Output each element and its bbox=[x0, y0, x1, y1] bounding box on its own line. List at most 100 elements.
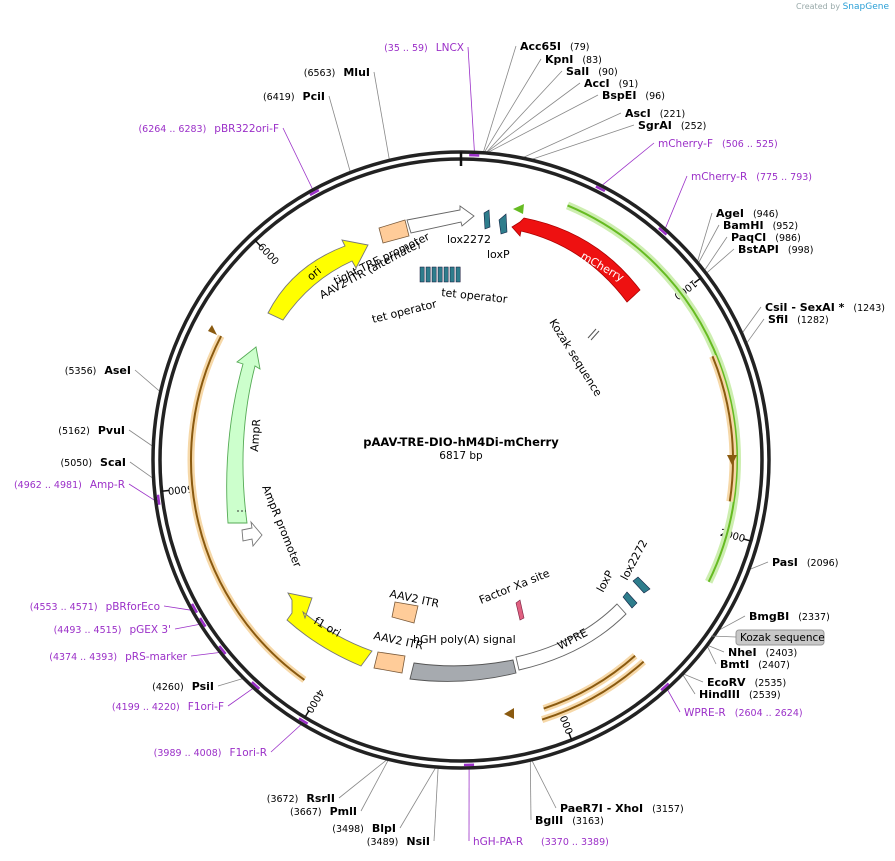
enzyme-position: (83) bbox=[582, 55, 602, 66]
enzyme-leader-line bbox=[742, 306, 762, 333]
enzyme-position: (998) bbox=[788, 245, 814, 256]
primer-site[interactable]: WPRE-R(2604 .. 2624) bbox=[684, 707, 803, 719]
enzyme-site[interactable]: AseI (5356) bbox=[65, 364, 131, 377]
primer-site[interactable]: F1ori-F(4199 .. 4220) bbox=[112, 701, 224, 713]
enzyme-name: SalI bbox=[566, 65, 589, 78]
enzyme-position: (221) bbox=[660, 109, 686, 120]
enzyme-name: BlpI bbox=[372, 822, 396, 835]
enzyme-site[interactable]: SgrAI(252) bbox=[638, 119, 706, 132]
primer-site-mark bbox=[660, 682, 670, 692]
aav2-itr-feature-b[interactable] bbox=[373, 651, 406, 674]
enzyme-position: (5356) bbox=[65, 366, 97, 377]
enzyme-site[interactable]: BamHI(952) bbox=[723, 219, 798, 232]
enzyme-site[interactable]: Acc65I(79) bbox=[520, 40, 589, 53]
enzyme-name: BmtI bbox=[720, 658, 749, 671]
enzyme-name: SgrAI bbox=[638, 119, 672, 132]
enzyme-name: NsiI bbox=[406, 835, 430, 848]
enzyme-site[interactable]: NsiI(3489) bbox=[367, 835, 430, 848]
enzyme-site[interactable]: AccI(91) bbox=[584, 77, 638, 90]
enzyme-site[interactable]: PsiI(4260) bbox=[152, 680, 214, 693]
enzyme-site[interactable]: CsiI - SexAI *(1243) bbox=[765, 301, 885, 314]
enzyme-name: KpnI bbox=[545, 53, 573, 66]
primer-site[interactable]: pGEX 3'(4493 .. 4515) bbox=[54, 624, 171, 636]
primer-site[interactable]: mCherry-F(506 .. 525) bbox=[658, 138, 778, 150]
primer-site[interactable]: mCherry-R(775 .. 793) bbox=[691, 171, 812, 183]
wpre-feature[interactable] bbox=[515, 603, 627, 671]
enzyme-site[interactable]: BspEI(96) bbox=[602, 89, 665, 102]
enzyme-leader-line bbox=[749, 561, 769, 570]
ampr-feature[interactable] bbox=[226, 346, 261, 524]
tet-operator-feature[interactable] bbox=[419, 266, 461, 283]
enzyme-site[interactable]: SfiI(1282) bbox=[768, 313, 829, 326]
loxp-top-feature[interactable] bbox=[498, 213, 508, 235]
enzyme-position: (6419) bbox=[263, 92, 295, 103]
enzyme-leader-line bbox=[531, 760, 557, 809]
enzyme-leader-line bbox=[683, 673, 704, 683]
enzyme-site[interactable]: ScaI(5050) bbox=[60, 456, 126, 469]
hgh-polya-feature[interactable] bbox=[409, 659, 517, 682]
primer-site[interactable]: pBR322ori-F(6264 .. 6283) bbox=[138, 123, 279, 135]
primer-name: LNCX bbox=[436, 42, 464, 54]
lox2272-top-feature[interactable] bbox=[483, 209, 491, 230]
enzyme-name: MluI bbox=[343, 66, 370, 79]
enzyme-site[interactable]: MluI(6563) bbox=[304, 66, 370, 79]
ampr-promoter-feature[interactable] bbox=[241, 520, 263, 548]
enzyme-site[interactable]: NheI(2403) bbox=[728, 646, 797, 659]
primer-name: Amp-R bbox=[90, 479, 125, 491]
primer-site[interactable]: Amp-R(4962 .. 4981) bbox=[14, 479, 125, 491]
lox2272-bottom-feature[interactable] bbox=[632, 576, 651, 594]
enzyme-position: (3498) bbox=[332, 824, 364, 835]
primer-site[interactable]: LNCX (35 .. 59) bbox=[384, 42, 464, 54]
enzyme-leader-line bbox=[373, 71, 390, 160]
f1-ori-feature[interactable] bbox=[286, 592, 373, 667]
enzyme-site[interactable]: AscI(221) bbox=[625, 107, 685, 120]
enzyme-site[interactable]: HindIII(2539) bbox=[699, 688, 781, 701]
aav2-itr-alternate-feature[interactable] bbox=[378, 219, 410, 244]
enzyme-site[interactable]: BglII(3163) bbox=[535, 814, 604, 827]
mcherry-feature[interactable] bbox=[511, 217, 641, 303]
tick-label: 6000 bbox=[255, 241, 280, 267]
snapgene-logo: SnapGene bbox=[842, 2, 889, 12]
enzyme-name: AseI bbox=[104, 364, 131, 377]
factor-xa-feature[interactable] bbox=[515, 599, 525, 621]
enzyme-leader-line bbox=[707, 645, 725, 653]
enzyme-leader-line bbox=[399, 767, 436, 829]
enzyme-site[interactable]: KpnI (83) bbox=[545, 53, 602, 66]
enzyme-site[interactable]: PciI(6419) bbox=[263, 90, 325, 103]
tet-operator-block bbox=[419, 266, 425, 283]
enzyme-leader-line bbox=[531, 124, 635, 160]
enzyme-site[interactable]: PmlI(3667) bbox=[290, 805, 357, 818]
orf-line bbox=[567, 204, 738, 583]
enzyme-name: SfiI bbox=[768, 313, 788, 326]
primer-site[interactable]: pBRforEco(4553 .. 4571) bbox=[30, 601, 160, 613]
enzyme-site[interactable]: SalI(90) bbox=[566, 65, 618, 78]
enzyme-site[interactable]: PvuI(5162) bbox=[58, 424, 125, 437]
tight-tre-promoter-feature[interactable] bbox=[406, 205, 475, 234]
tick-mark bbox=[304, 710, 310, 718]
kozak-badge[interactable] bbox=[735, 629, 825, 646]
enzyme-site[interactable]: PasI(2096) bbox=[772, 556, 838, 569]
primer-site[interactable]: F1ori-R(3989 .. 4008) bbox=[154, 747, 267, 759]
loxp-bottom-feature[interactable] bbox=[622, 591, 638, 609]
enzyme-site[interactable]: PaqCI(986) bbox=[731, 231, 801, 244]
enzyme-site[interactable]: BstAPI(998) bbox=[738, 243, 813, 256]
enzyme-leader-line bbox=[704, 236, 728, 271]
tet-operator-block bbox=[449, 266, 455, 283]
enzyme-site[interactable]: RsrII(3672) bbox=[267, 792, 335, 805]
enzyme-site[interactable]: AgeI(946) bbox=[716, 207, 779, 220]
enzyme-site[interactable]: BmtI(2407) bbox=[720, 658, 790, 671]
primer-leader-line bbox=[174, 624, 200, 630]
aav2-itr-feature-a[interactable] bbox=[391, 601, 419, 624]
enzyme-site[interactable]: EcoRV(2535) bbox=[707, 676, 786, 689]
enzyme-site[interactable]: BmgBI(2337) bbox=[749, 610, 830, 623]
enzyme-leader-line bbox=[360, 760, 389, 812]
primer-site[interactable]: pRS-marker(4374 .. 4393) bbox=[49, 651, 187, 663]
ori-feature[interactable] bbox=[267, 239, 369, 321]
primer-position: (35 .. 59) bbox=[384, 43, 428, 54]
primer-site-mark bbox=[199, 617, 207, 628]
primer-site[interactable]: hGH-PA-R(3370 .. 3389) bbox=[473, 836, 609, 848]
enzyme-site[interactable]: PaeR7I - XhoI(3157) bbox=[560, 802, 684, 815]
tet-operator-label-1: tet operator bbox=[371, 297, 439, 326]
enzyme-site[interactable]: BlpI (3498) bbox=[332, 822, 396, 835]
